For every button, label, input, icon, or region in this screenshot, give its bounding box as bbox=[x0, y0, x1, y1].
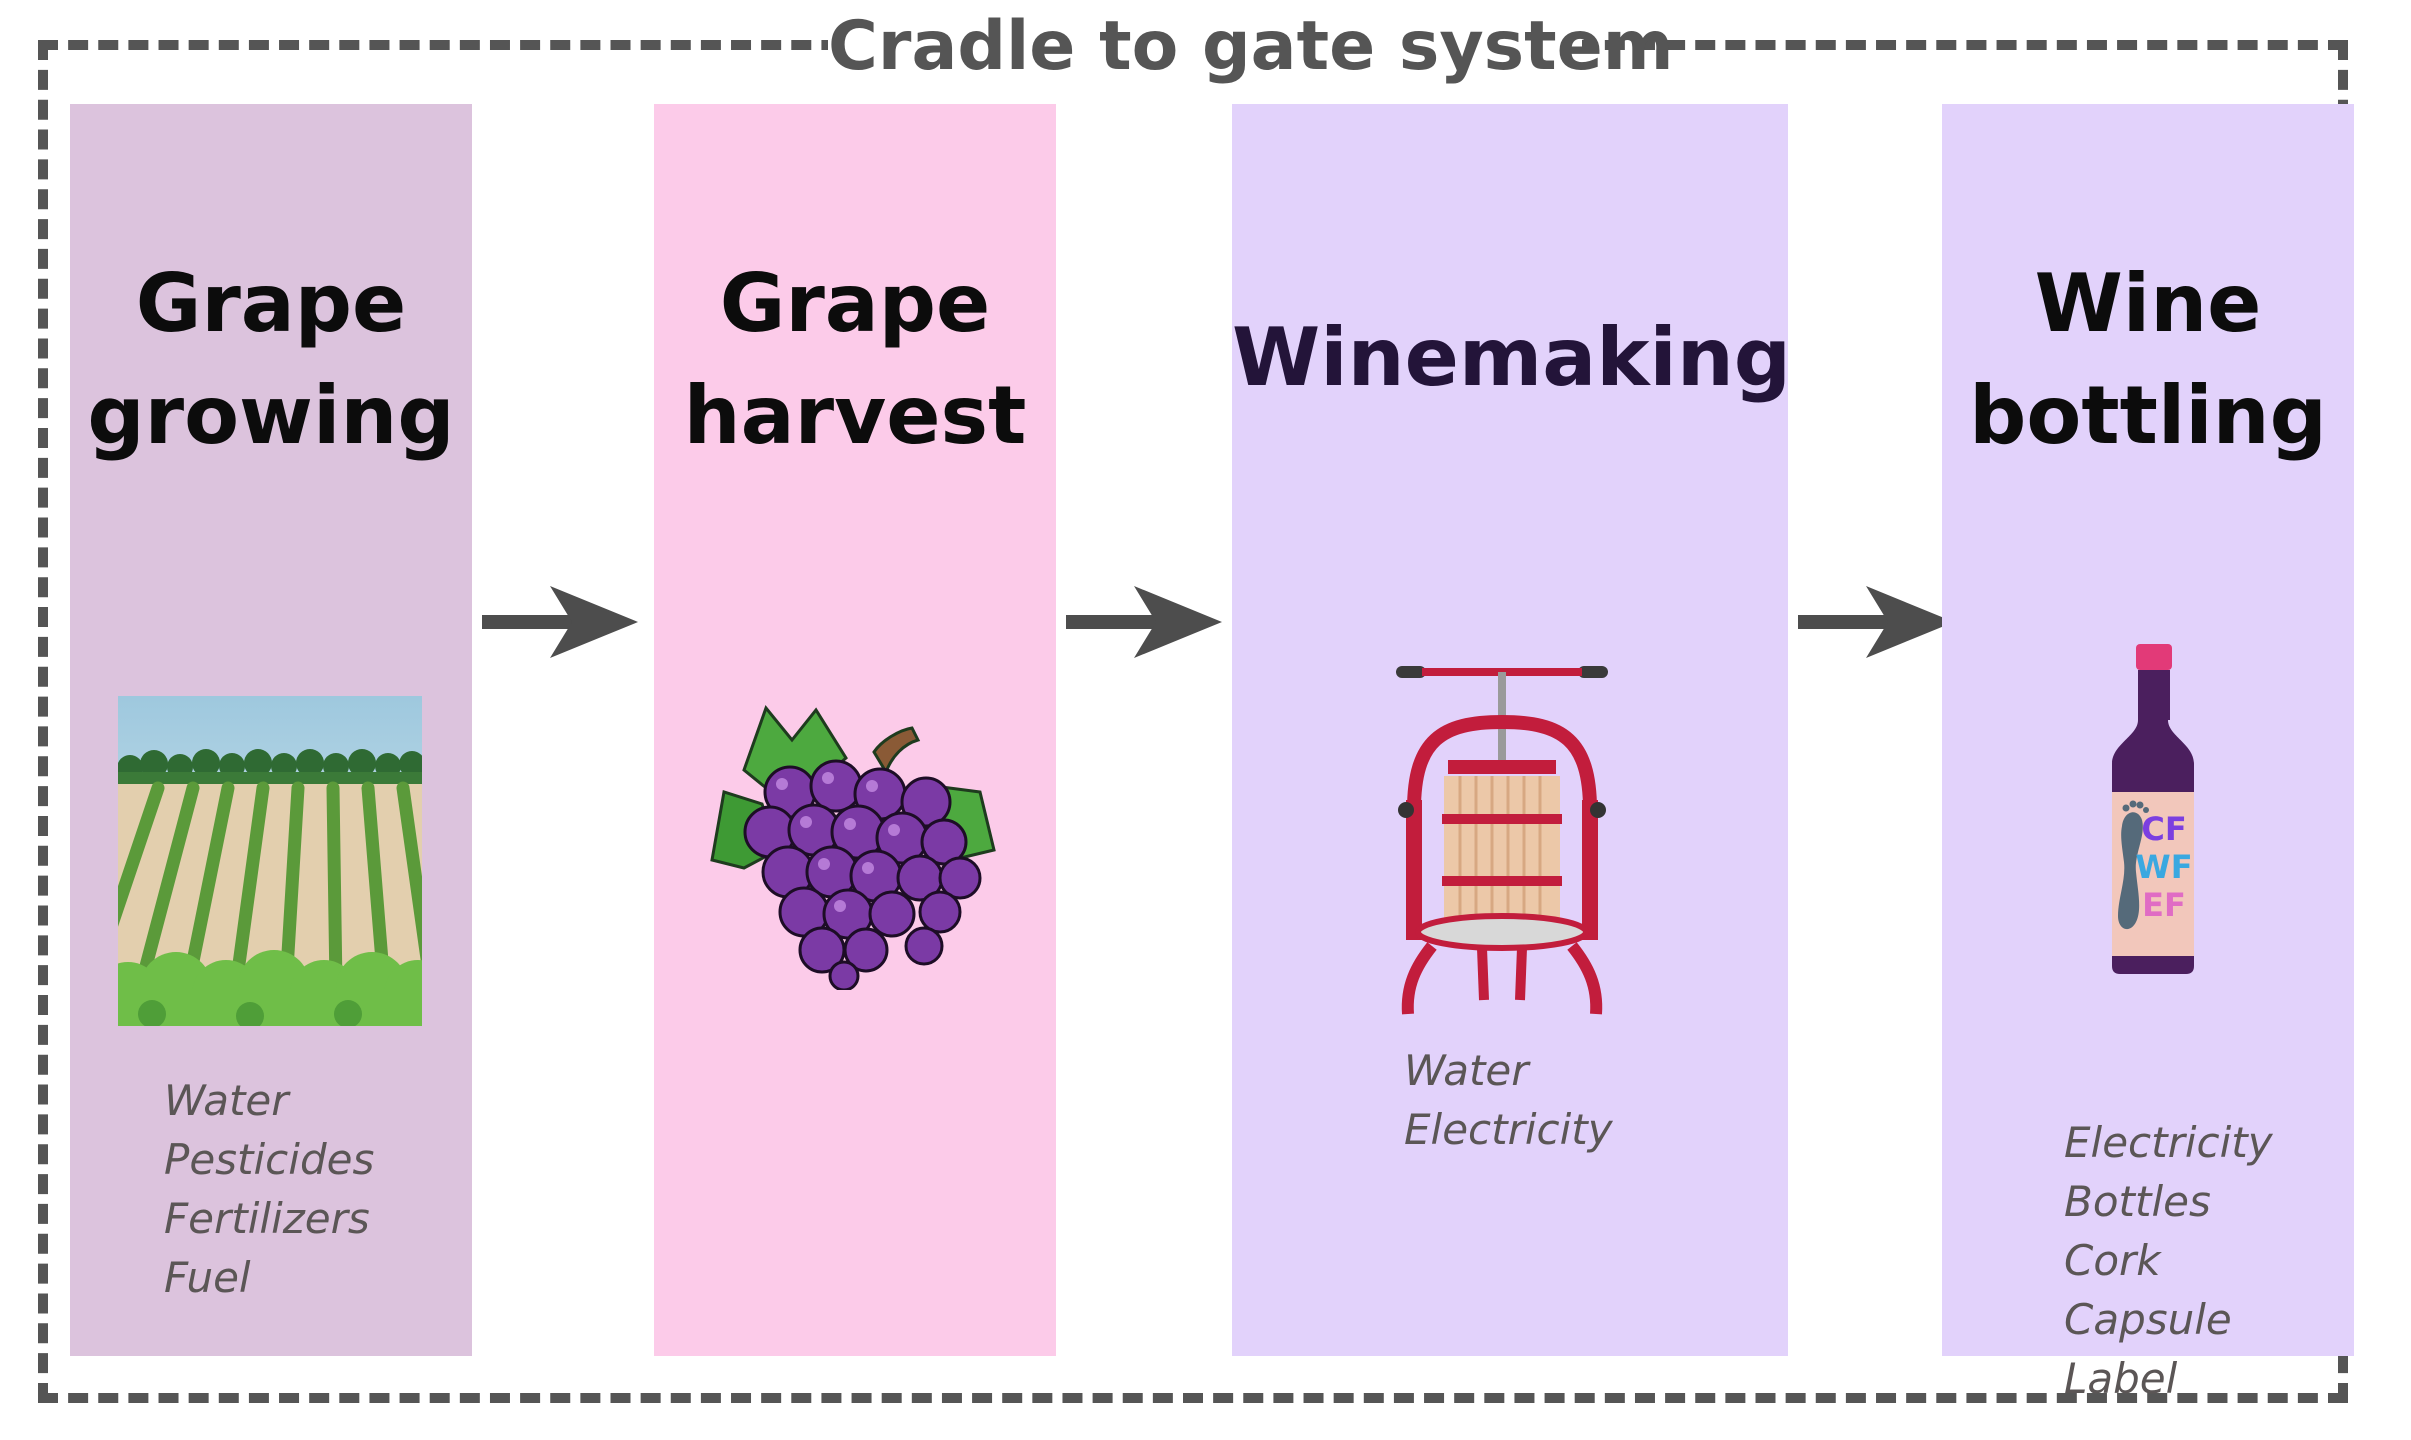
input-item: Fuel bbox=[164, 1253, 251, 1302]
flow-arrow bbox=[482, 586, 638, 658]
stage-title: Grape harvest bbox=[683, 257, 1027, 462]
stage-title: Grape growing bbox=[87, 257, 455, 462]
stage-title: Winemaking bbox=[1232, 311, 1792, 404]
input-item: Electricity bbox=[1404, 1105, 1613, 1154]
stage-inputs-list: Water Electricity bbox=[1404, 1041, 1613, 1159]
stage-grape-growing: Grape growing bbox=[70, 104, 472, 1356]
bottle-label-ef: EF bbox=[2142, 886, 2186, 924]
stage-grape-harvest: Grape harvest bbox=[654, 104, 1056, 1356]
input-item: Pesticides bbox=[164, 1135, 375, 1184]
stage-wine-bottling: Wine bottling CF WF EF Electricity Bottl… bbox=[1942, 104, 2354, 1403]
input-item: Capsule bbox=[2064, 1295, 2232, 1344]
wine-bottle-icon: CF WF EF bbox=[2108, 640, 2198, 976]
stage-inputs-list: Water Pesticides Fertilizers Fuel bbox=[164, 1071, 374, 1307]
bottle-label-cf: CF bbox=[2141, 810, 2187, 848]
input-item: Label bbox=[2064, 1354, 2178, 1403]
input-item: Cork bbox=[2064, 1236, 2161, 1285]
stage-title: Wine bottling bbox=[1969, 257, 2327, 462]
stage-winemaking: Winemaking Water Electricity bbox=[1232, 104, 1792, 1356]
input-item: Water bbox=[1404, 1046, 1529, 1095]
vineyard-field-icon bbox=[118, 696, 422, 1026]
stage-inputs-list: Electricity Bottles Cork Capsule Label bbox=[2064, 1113, 2273, 1408]
wine-press-icon bbox=[1396, 666, 1608, 1015]
flow-arrow bbox=[1798, 586, 1954, 658]
bottle-label-wf: WF bbox=[2135, 848, 2193, 886]
system-boundary-title: Cradle to gate system bbox=[828, 4, 1674, 90]
grape-bunch-icon bbox=[710, 704, 996, 990]
input-item: Fertilizers bbox=[164, 1194, 370, 1243]
input-item: Electricity bbox=[2064, 1118, 2273, 1167]
input-item: Bottles bbox=[2064, 1177, 2211, 1226]
flow-arrow bbox=[1066, 586, 1222, 658]
input-item: Water bbox=[164, 1076, 289, 1125]
